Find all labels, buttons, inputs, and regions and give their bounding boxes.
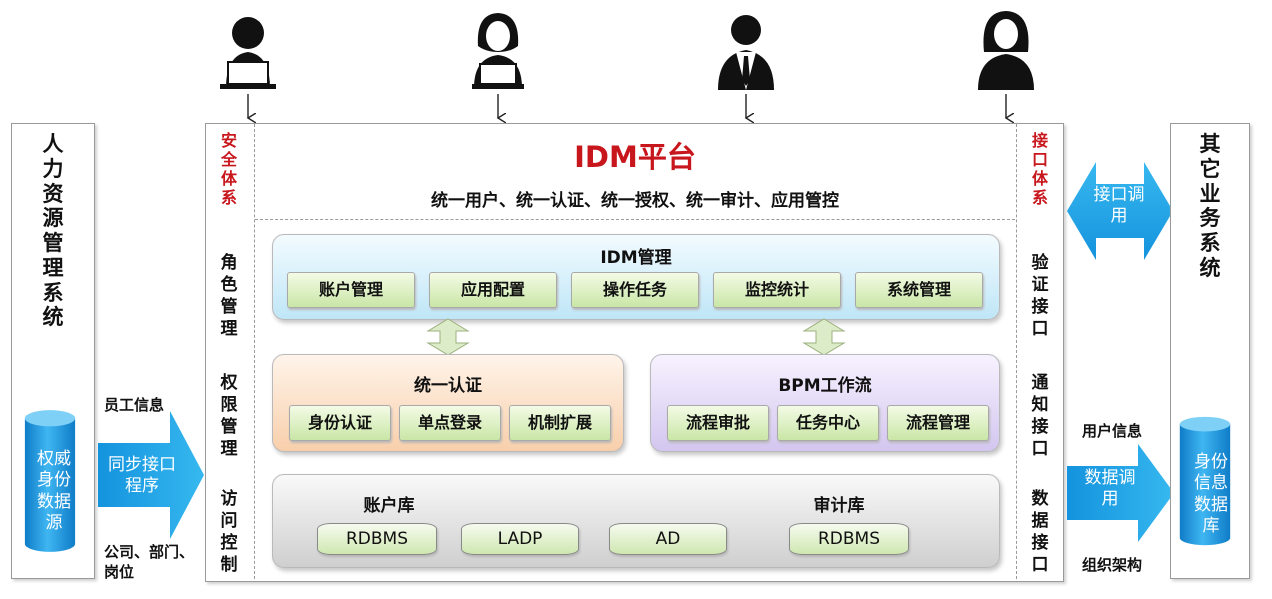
hr-system-title: 人力资源管理系统 (42, 132, 64, 330)
process-approval-box[interactable]: 流程审批 (667, 405, 769, 441)
sso-box[interactable]: 单点登录 (399, 405, 501, 441)
user-laptop-icon (220, 17, 276, 89)
users-layer (220, 11, 1034, 125)
bpm-title: BPM工作流 (778, 376, 872, 396)
header-divider (255, 219, 1015, 220)
security-divider (254, 124, 255, 579)
sync-arrow-icon (98, 411, 204, 539)
account-db-title: 账户库 (363, 496, 415, 516)
updown-arrow-icon (426, 318, 470, 356)
security-title: 安全体系 (220, 131, 237, 207)
platform-title: IDM平台 (574, 140, 696, 174)
authority-db-label: 权威身份数据源 (37, 449, 71, 533)
user-info-label: 用户信息 (1082, 422, 1143, 440)
user-woman-laptop-icon (472, 13, 524, 89)
data-call-arrow-icon (1067, 444, 1174, 542)
process-mgmt-box[interactable]: 流程管理 (887, 405, 989, 441)
app-config-box[interactable]: 应用配置 (429, 272, 557, 308)
interface-call-label: 接口调用 (1093, 185, 1145, 227)
other-system-title: 其它业务系统 (1199, 132, 1221, 280)
task-center-box[interactable]: 任务中心 (777, 405, 879, 441)
sync-arrow-label: 同步接口程序 (108, 455, 176, 497)
updown-arrow-icon (802, 318, 846, 356)
interface-divider (1016, 124, 1017, 579)
org-structure-label: 组织架构 (1082, 556, 1143, 574)
other-system-panel: 其它业务系统 身份信息数据库 (1170, 123, 1250, 579)
interface-call-arrow-icon (1067, 162, 1173, 260)
authority-db-icon (24, 410, 76, 552)
interface-title: 接口体系 (1031, 131, 1048, 207)
ladp-db[interactable]: LADP (461, 523, 579, 555)
data-call-label: 数据调用 (1084, 468, 1136, 510)
rdbms-account-db[interactable]: RDBMS (317, 523, 437, 555)
system-mgmt-box[interactable]: 系统管理 (855, 272, 983, 308)
verify-interface-label: 验证接口 (1031, 253, 1049, 340)
rdbms-audit-db[interactable]: RDBMS (789, 523, 909, 555)
user-woman-icon (978, 11, 1034, 90)
notify-interface-label: 通知接口 (1031, 373, 1049, 460)
identity-auth-box[interactable]: 身份认证 (289, 405, 391, 441)
idm-mgmt-title: IDM管理 (600, 248, 672, 268)
platform-subtitle: 统一用户、统一认证、统一授权、统一审计、应用管控 (431, 191, 839, 211)
storage-section: 账户库 审计库 RDBMS LADP AD RDBMS (272, 474, 1000, 568)
idm-mgmt-section: IDM管理 账户管理 应用配置 操作任务 监控统计 系统管理 (272, 234, 1000, 320)
account-mgmt-box[interactable]: 账户管理 (287, 272, 415, 308)
permission-mgmt-label: 权限管理 (220, 373, 238, 460)
identity-db-icon (1179, 416, 1231, 546)
data-interface-label: 数据接口 (1031, 489, 1049, 576)
auth-title: 统一认证 (414, 376, 482, 396)
hr-system-panel: 人力资源管理系统 权威身份数据源 (11, 123, 95, 579)
monitor-stats-box[interactable]: 监控统计 (713, 272, 841, 308)
bpm-section: BPM工作流 流程审批 任务中心 流程管理 (650, 354, 1000, 452)
ad-db[interactable]: AD (609, 523, 727, 555)
mechanism-ext-box[interactable]: 机制扩展 (509, 405, 611, 441)
operation-task-box[interactable]: 操作任务 (571, 272, 699, 308)
role-mgmt-label: 角色管理 (220, 253, 238, 340)
employee-info-label: 员工信息 (104, 396, 165, 414)
auth-section: 统一认证 身份认证 单点登录 机制扩展 (272, 354, 624, 452)
identity-db-label: 身份信息数据库 (1194, 452, 1228, 536)
audit-db-title: 审计库 (813, 496, 865, 516)
org-info-label: 公司、部门、岗位 (104, 543, 195, 581)
access-control-label: 访问控制 (220, 489, 238, 576)
user-businessman-icon (718, 15, 774, 90)
